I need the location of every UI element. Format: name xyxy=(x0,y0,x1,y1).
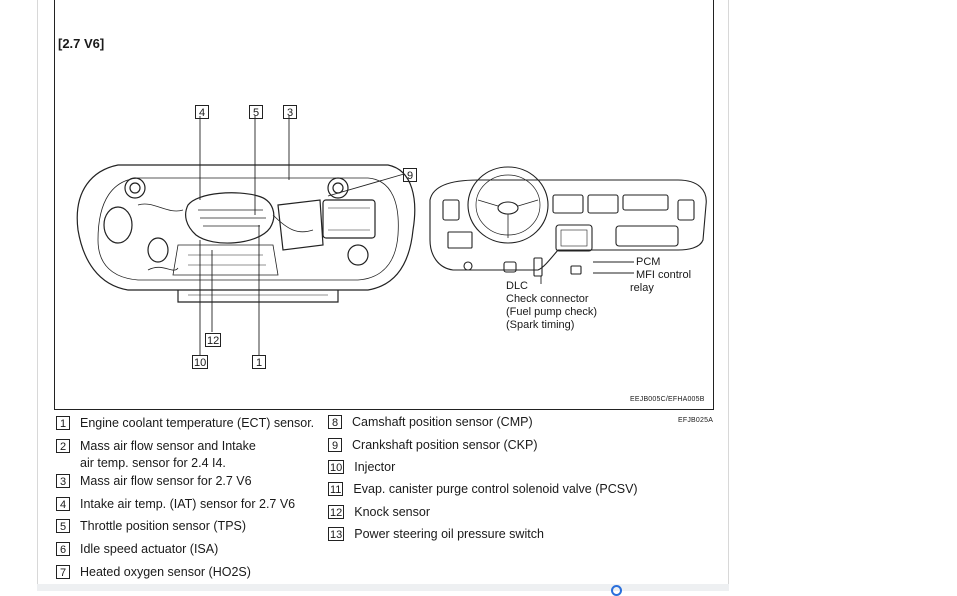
check-connector-label: Check connector xyxy=(506,293,589,305)
pcm-label: PCM xyxy=(636,256,661,268)
section-title: [2.7 V6] xyxy=(58,36,105,51)
legend-code: EFJB025A xyxy=(678,417,714,424)
callout-5: 5 xyxy=(249,105,263,119)
mfi-relay-label-line1: MFI control xyxy=(636,269,692,281)
figure-frame xyxy=(54,0,714,410)
fuel-pump-check-label: (Fuel pump check) xyxy=(506,306,598,318)
spark-timing-label: (Spark timing) xyxy=(506,319,575,331)
viewer-bottom-bar xyxy=(37,584,729,591)
callout-9: 9 xyxy=(403,168,417,182)
callout-1: 1 xyxy=(252,355,266,369)
document-page: [2.7 V6] xyxy=(37,0,729,591)
figure-code: EEJB005C/EFHA005B xyxy=(630,396,705,403)
callout-12: 12 xyxy=(205,333,222,347)
callout-4: 4 xyxy=(195,105,209,119)
mfi-relay-label-line2: relay xyxy=(630,282,654,294)
callout-3: 3 xyxy=(283,105,297,119)
dlc-label: DLC xyxy=(506,280,529,292)
callout-10: 10 xyxy=(192,355,209,369)
engine-bay-diagram xyxy=(76,116,707,355)
